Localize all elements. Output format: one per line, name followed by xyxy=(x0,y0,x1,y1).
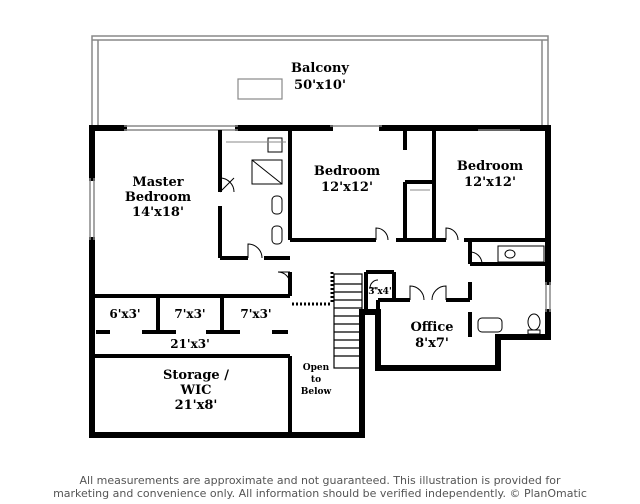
storage-label-line1: Storage / xyxy=(163,368,229,383)
office-dim: 8'x7' xyxy=(415,336,449,351)
disclaimer-line2: marketing and convenience only. All info… xyxy=(53,487,587,500)
bedroom-right-label: Bedroom xyxy=(457,159,524,174)
closet-3-dim: 7'x3' xyxy=(240,307,271,321)
hall-closet-dim: 21'x3' xyxy=(170,337,210,351)
closet-2-dim: 7'x3' xyxy=(174,307,205,321)
bedroom-center-label: Bedroom xyxy=(314,164,381,179)
bedroom-center-dim: 12'x12' xyxy=(321,180,373,195)
bedroom-right-dim: 12'x12' xyxy=(464,175,516,190)
closet-shelves xyxy=(226,141,430,191)
balcony-outline xyxy=(91,35,549,128)
windows xyxy=(89,125,551,312)
storage-dim: 21'x8' xyxy=(175,398,218,413)
open-to-below-line1: Open xyxy=(303,363,330,373)
small-closet-dim: 3'x4' xyxy=(368,287,391,297)
bath-fixtures xyxy=(251,137,545,335)
master-bedroom-label-line1: Master xyxy=(132,175,183,190)
balcony-dim: 50'x10' xyxy=(294,78,346,93)
doors xyxy=(219,177,483,301)
interior-walls xyxy=(92,130,548,435)
staircase xyxy=(333,273,363,369)
disclaimer: All measurements are approximate and not… xyxy=(0,474,640,500)
open-to-below-line2: to xyxy=(311,375,321,385)
railing xyxy=(292,272,334,306)
master-bedroom-label-line2: Bedroom xyxy=(125,190,192,205)
master-bedroom-dim: 14'x18' xyxy=(132,205,184,220)
disclaimer-line1: All measurements are approximate and not… xyxy=(79,474,561,487)
closet-1-dim: 6'x3' xyxy=(109,307,140,321)
office-label: Office xyxy=(410,320,453,335)
balcony-feature xyxy=(237,78,283,100)
balcony-label: Balcony xyxy=(291,61,349,76)
storage-label-line2: WIC xyxy=(179,383,211,398)
open-to-below-line3: Below xyxy=(301,387,332,397)
